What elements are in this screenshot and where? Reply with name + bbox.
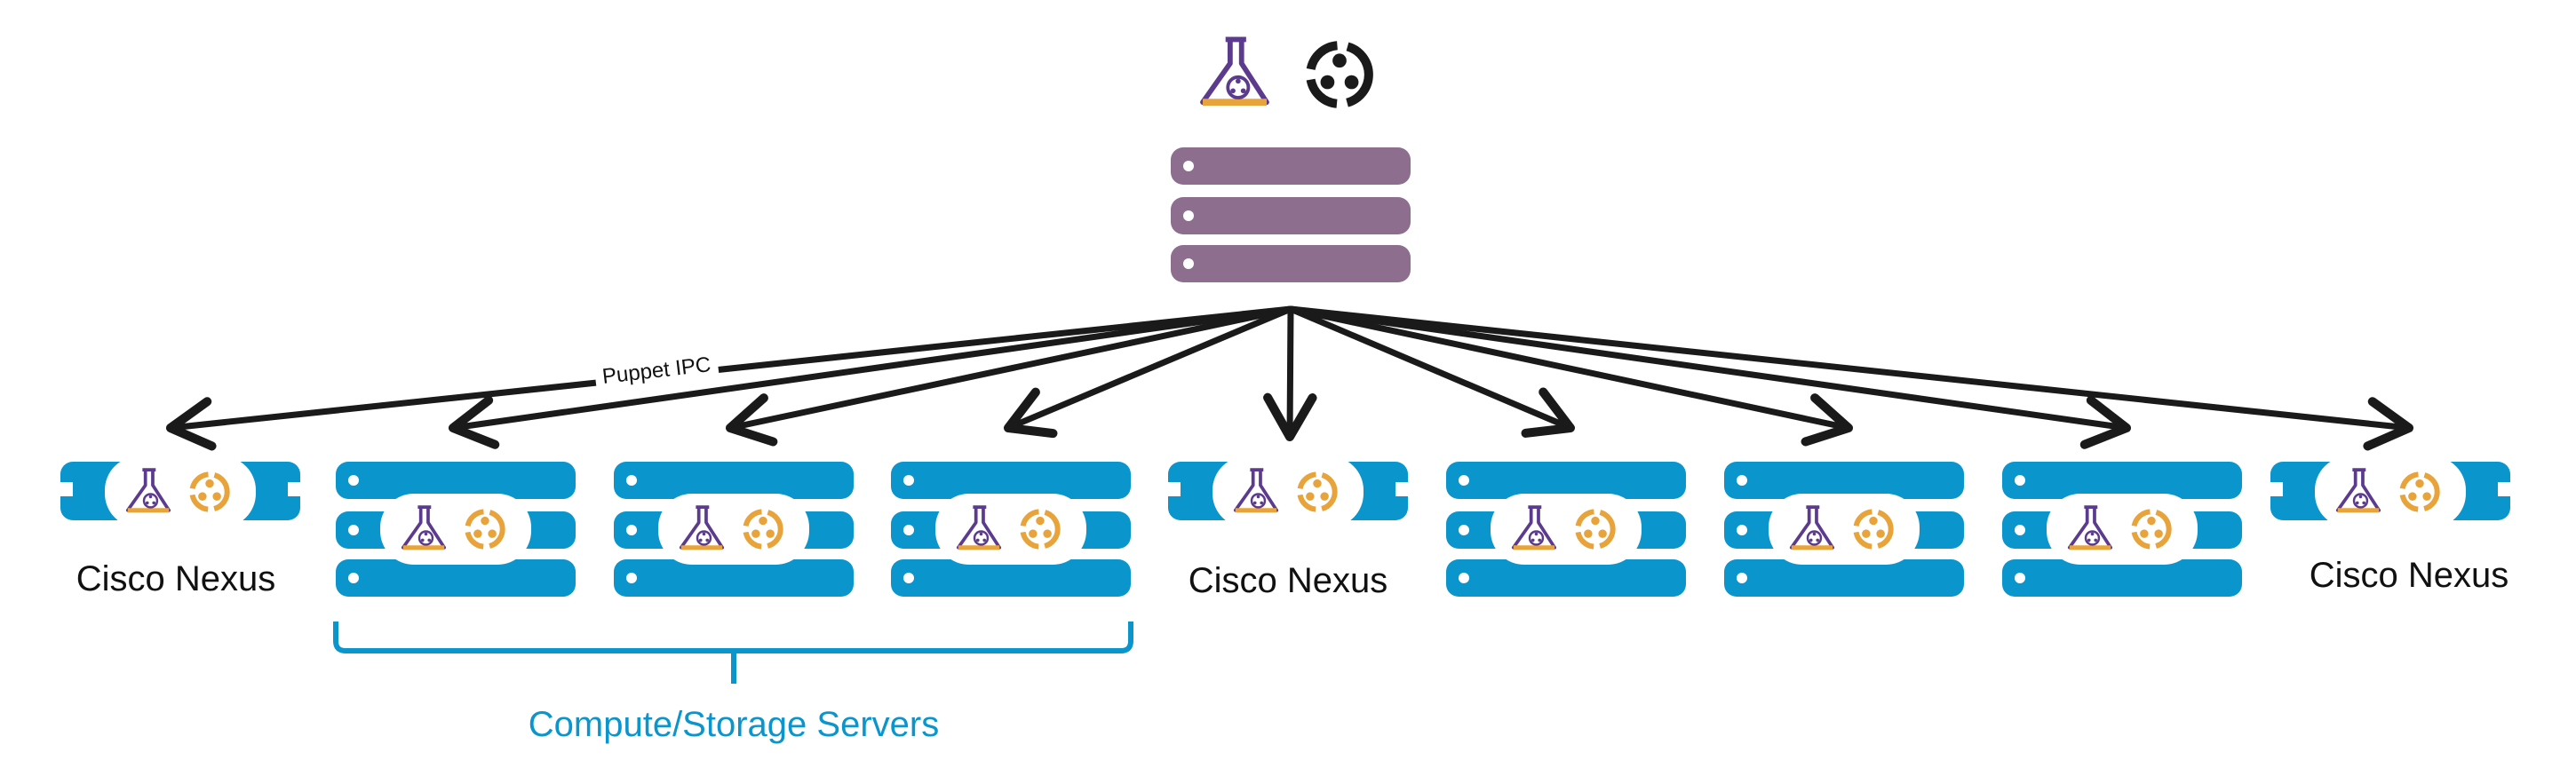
compute-storage-server (614, 462, 854, 597)
connection-arrow (1287, 305, 1576, 438)
server-led (1183, 258, 1194, 269)
icon-pill (2315, 456, 2466, 527)
icon-pill (935, 494, 1086, 565)
server-led (903, 573, 914, 583)
icon-pill (1212, 456, 1364, 527)
server-led (1737, 475, 1747, 486)
server-bar (1171, 197, 1411, 234)
puppet-master-server (1171, 39, 1411, 282)
switch-port (288, 482, 300, 496)
icon-pill (2047, 494, 2198, 565)
server-bar (1171, 245, 1411, 282)
managed-nodes: Cisco Nexus (60, 456, 2510, 600)
server-led (626, 573, 637, 583)
server-bar (614, 462, 854, 499)
node-label: Cisco Nexus (76, 559, 276, 598)
icon-pill (658, 494, 809, 565)
master-icons (1203, 39, 1369, 103)
server-led (626, 525, 637, 535)
cisco-nexus-switch: Cisco Nexus (2270, 456, 2510, 595)
connection-arrow (1003, 305, 1294, 439)
connection-arrows (165, 305, 2414, 451)
server-bar (336, 559, 576, 597)
server-led (903, 475, 914, 486)
icon-pill (1769, 494, 1920, 565)
switch-port (1168, 482, 1181, 496)
connection-arrow (1263, 305, 1317, 442)
connection-arrow (1287, 305, 1854, 447)
server-led (348, 475, 359, 486)
server-led (2015, 525, 2025, 535)
compute-storage-server (1724, 462, 1964, 597)
compute-storage-server (336, 462, 576, 597)
server-led (1459, 475, 1469, 486)
server-bar (1446, 462, 1686, 499)
group-bracket (333, 622, 1133, 684)
flask-icon (1203, 39, 1267, 102)
server-bar (1171, 147, 1411, 185)
server-led (1459, 573, 1469, 583)
node-label: Cisco Nexus (1189, 561, 1388, 600)
server-bar (1724, 462, 1964, 499)
connection-arrow (448, 305, 1294, 449)
server-bar (1446, 559, 1686, 597)
server-bar (614, 559, 854, 597)
cisco-nexus-switch: Cisco Nexus (60, 456, 300, 598)
compute-storage-server (1446, 462, 1686, 597)
server-bar (336, 462, 576, 499)
server-led (1183, 210, 1194, 221)
server-led (1737, 573, 1747, 583)
server-led (2015, 573, 2025, 583)
server-bar (1724, 559, 1964, 597)
server-led (1459, 525, 1469, 535)
switch-port (1395, 482, 1408, 496)
server-led (626, 475, 637, 486)
compute-storage-server (891, 462, 1131, 597)
server-led (903, 525, 914, 535)
server-bar (891, 559, 1131, 597)
group-label: Compute/Storage Servers (529, 705, 939, 744)
server-led (348, 573, 359, 583)
icon-pill (1491, 494, 1642, 565)
icon-pill (105, 456, 256, 527)
switch-port (60, 482, 73, 496)
compute-storage-group: Compute/Storage Servers (333, 622, 1133, 744)
cycle-icon (1310, 45, 1369, 104)
server-bar (2002, 559, 2242, 597)
server-led (2015, 475, 2025, 486)
connection-arrow (1287, 305, 2132, 449)
node-label: Cisco Nexus (2310, 556, 2509, 595)
icon-pill (380, 494, 531, 565)
cisco-nexus-switch: Cisco Nexus (1168, 456, 1408, 600)
connection-arrow (1287, 305, 2414, 451)
server-led (1183, 161, 1194, 171)
switch-port (2498, 482, 2510, 496)
switch-port (2270, 482, 2283, 496)
server-bar (891, 462, 1131, 499)
server-led (1737, 525, 1747, 535)
server-bar (2002, 462, 2242, 499)
connection-arrow (725, 305, 1294, 447)
label-background (593, 350, 720, 392)
connection-arrow (165, 305, 1294, 451)
server-led (348, 525, 359, 535)
compute-storage-server (2002, 462, 2242, 597)
